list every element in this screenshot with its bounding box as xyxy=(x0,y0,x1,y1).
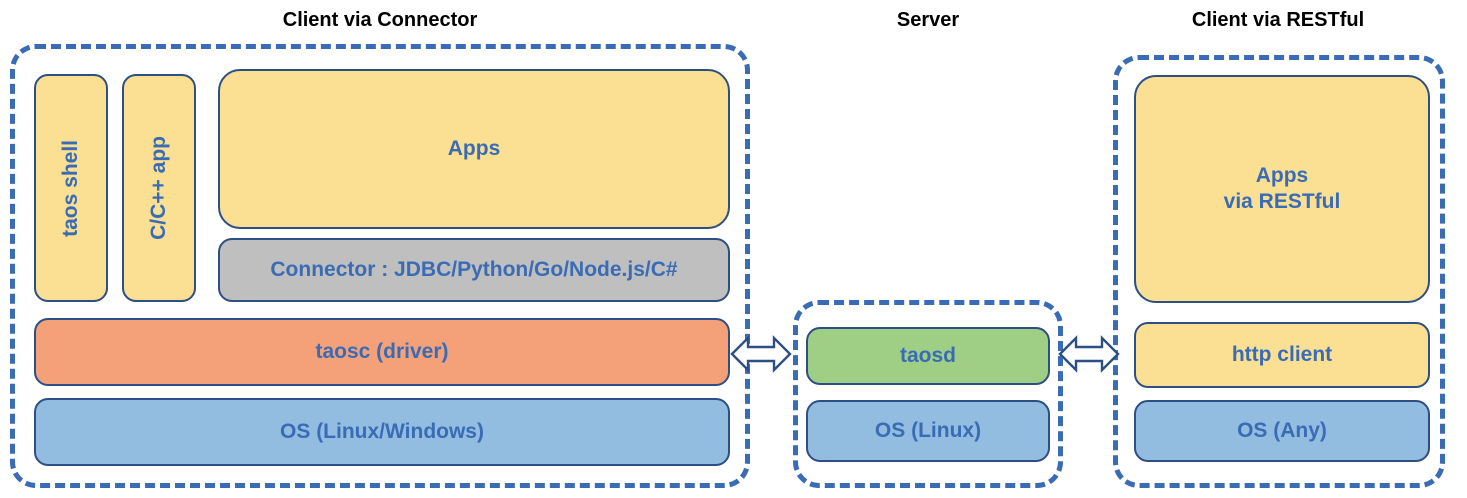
section-title-client-via-restful: Client via RESTful xyxy=(1191,9,1365,31)
node-apps-via-restful[interactable]: Apps via RESTful xyxy=(1134,75,1430,303)
section-title-client-via-connector: Client via Connector xyxy=(282,9,478,31)
node-os-linux[interactable]: OS (Linux) xyxy=(806,400,1050,462)
bidirectional-arrow-icon-right xyxy=(1058,335,1120,373)
node-taosd[interactable]: taosd xyxy=(806,327,1050,385)
node-taos-shell[interactable]: taos shell xyxy=(34,74,108,302)
node-os-any-label: OS (Any) xyxy=(1237,419,1327,443)
panel-client-via-restful xyxy=(1113,55,1445,488)
node-apps-via-restful-label-line2: via RESTful xyxy=(1223,190,1341,213)
node-os-linux-windows[interactable]: OS (Linux/Windows) xyxy=(34,398,730,466)
panel-server xyxy=(793,300,1063,488)
node-os-any[interactable]: OS (Any) xyxy=(1134,400,1430,462)
node-http-client-label: http client xyxy=(1231,343,1333,367)
node-taosd-label: taosd xyxy=(899,344,956,368)
node-http-client[interactable]: http client xyxy=(1134,322,1430,388)
node-os-linux-label: OS (Linux) xyxy=(874,419,982,443)
node-connector-libraries-label: Connector : JDBC/Python/Go/Node.js/C# xyxy=(270,258,678,282)
node-c-cpp-app[interactable]: C/C++ app xyxy=(122,74,196,302)
node-apps-label: Apps xyxy=(447,137,501,161)
node-taosc-driver[interactable]: taosc (driver) xyxy=(34,318,730,386)
node-taosc-driver-label: taosc (driver) xyxy=(315,340,449,364)
node-c-cpp-app-label: C/C++ app xyxy=(147,136,171,240)
node-os-linux-windows-label: OS (Linux/Windows) xyxy=(280,420,484,444)
section-title-server: Server xyxy=(896,9,960,31)
bidirectional-arrow-icon-left xyxy=(730,335,792,373)
node-connector-libraries[interactable]: Connector : JDBC/Python/Go/Node.js/C# xyxy=(218,238,730,302)
node-apps[interactable]: Apps xyxy=(218,69,730,229)
node-apps-via-restful-label-line1: Apps xyxy=(1255,164,1309,188)
panel-client-via-connector xyxy=(10,44,750,488)
node-taos-shell-label: taos shell xyxy=(59,139,83,237)
